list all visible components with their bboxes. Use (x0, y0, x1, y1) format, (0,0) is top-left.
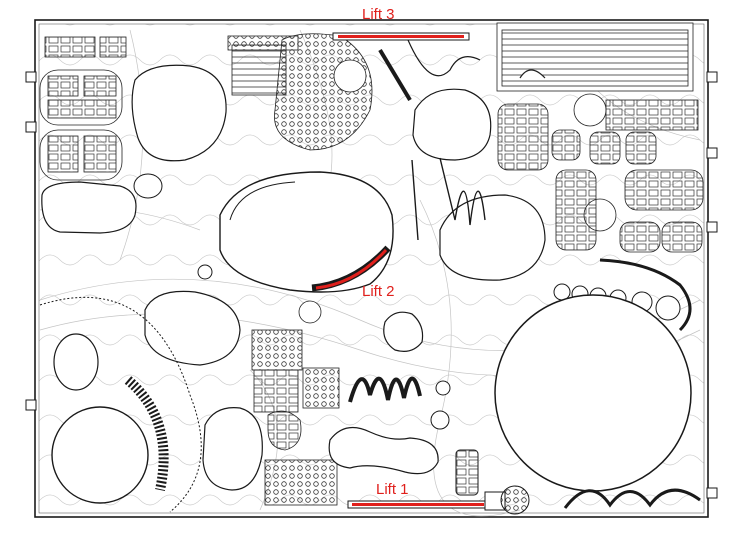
central-inner-arc (229, 181, 296, 221)
room-circle-large-right (494, 294, 692, 492)
lift-2-marker (315, 248, 388, 290)
pod-small-left (197, 264, 213, 280)
top-left-desks (39, 36, 127, 181)
wave-ramp-bottom (563, 488, 701, 509)
top-seating (227, 33, 373, 151)
room-blob-top (131, 64, 227, 162)
room-round-center (383, 311, 424, 352)
lift-2-label: Lift 2 (362, 283, 395, 300)
pod-bottom-right (500, 485, 530, 515)
room-left-large (41, 181, 137, 234)
central-lower-seating (251, 300, 340, 506)
zigzag-ramp-upper (411, 157, 486, 241)
room-blob-middle-right (439, 194, 546, 281)
room-blob-left-middle (144, 290, 241, 366)
ramp-right (599, 258, 692, 332)
bottom-service-block (455, 449, 479, 496)
stairs-top (378, 48, 412, 102)
peanut-room (328, 426, 439, 475)
ramp-top (407, 39, 481, 77)
room-oval-small (53, 333, 99, 391)
right-office-cluster (497, 93, 704, 253)
lift-3-label: Lift 3 (362, 6, 395, 23)
lift-1-label: Lift 1 (376, 481, 409, 498)
pod-bottom-center (430, 410, 450, 430)
room-central-blob (219, 171, 394, 293)
room-circle-small (133, 173, 163, 199)
library-stacks (496, 22, 694, 92)
curved-track-left (39, 296, 202, 513)
zigzag-ramp-lower (348, 376, 422, 403)
room-blob-bottom-middle (202, 407, 263, 491)
pod-bottom-center-2 (435, 380, 451, 396)
amphitheatre-steps (124, 376, 169, 492)
room-circle-large-left (51, 406, 149, 504)
room-blob-upper-middle (412, 88, 492, 161)
wall-tabs (25, 71, 718, 499)
